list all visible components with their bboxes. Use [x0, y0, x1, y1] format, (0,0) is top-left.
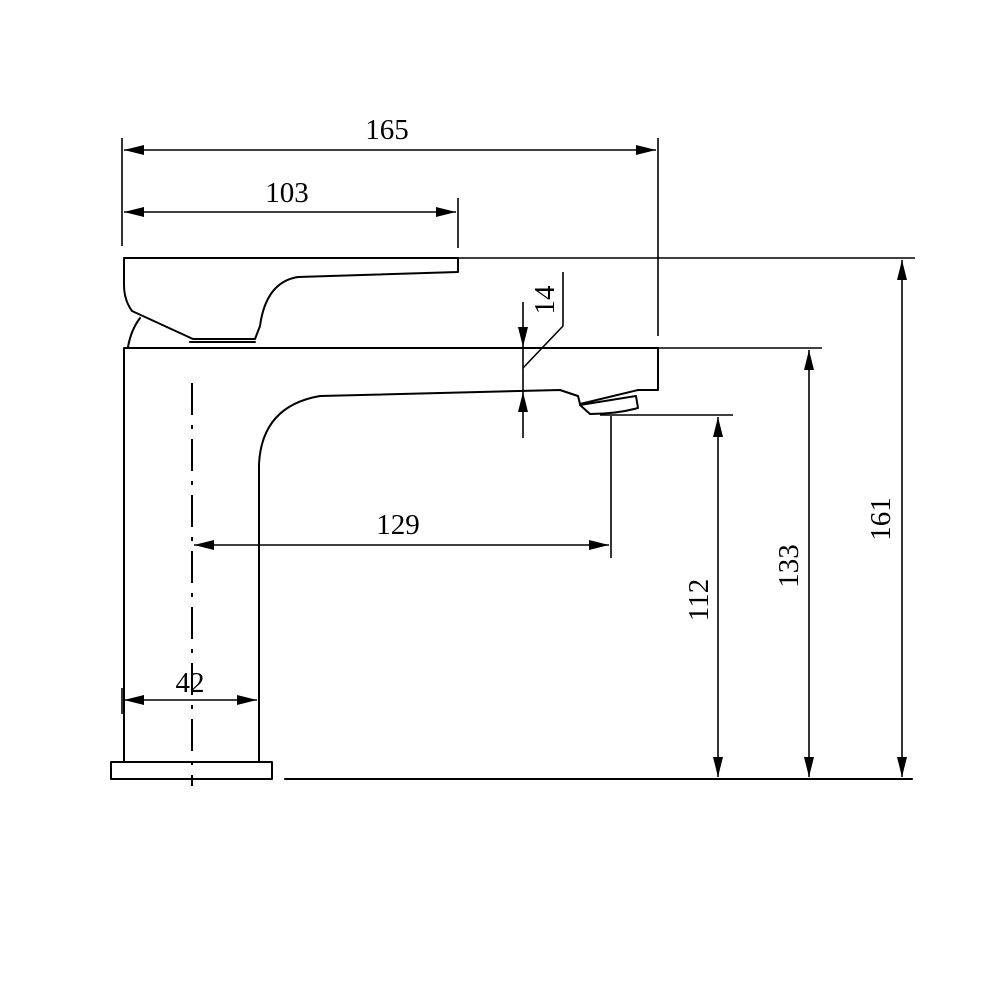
dimension-lines — [124, 145, 907, 777]
label-body-width: 42 — [176, 667, 205, 699]
extension-lines — [121, 138, 915, 714]
leader-line — [522, 325, 564, 369]
faucet-outline — [110, 257, 913, 786]
lever-joint — [127, 317, 141, 348]
label-spout-thickness: 14 — [529, 285, 561, 315]
faucet-body — [123, 347, 659, 763]
lever-handle — [123, 257, 459, 340]
label-outlet-height: 112 — [683, 579, 715, 621]
label-spout-reach: 129 — [376, 509, 420, 541]
dim-spout-thickness — [518, 272, 564, 438]
aerator — [579, 395, 639, 415]
label-spout-top-height: 133 — [773, 544, 805, 588]
label-overall-length: 165 — [365, 114, 409, 146]
dimension-labels: 165 103 129 42 14 112 133 161 — [176, 114, 898, 699]
label-overall-height: 161 — [865, 497, 897, 541]
label-lever-length: 103 — [265, 177, 309, 209]
